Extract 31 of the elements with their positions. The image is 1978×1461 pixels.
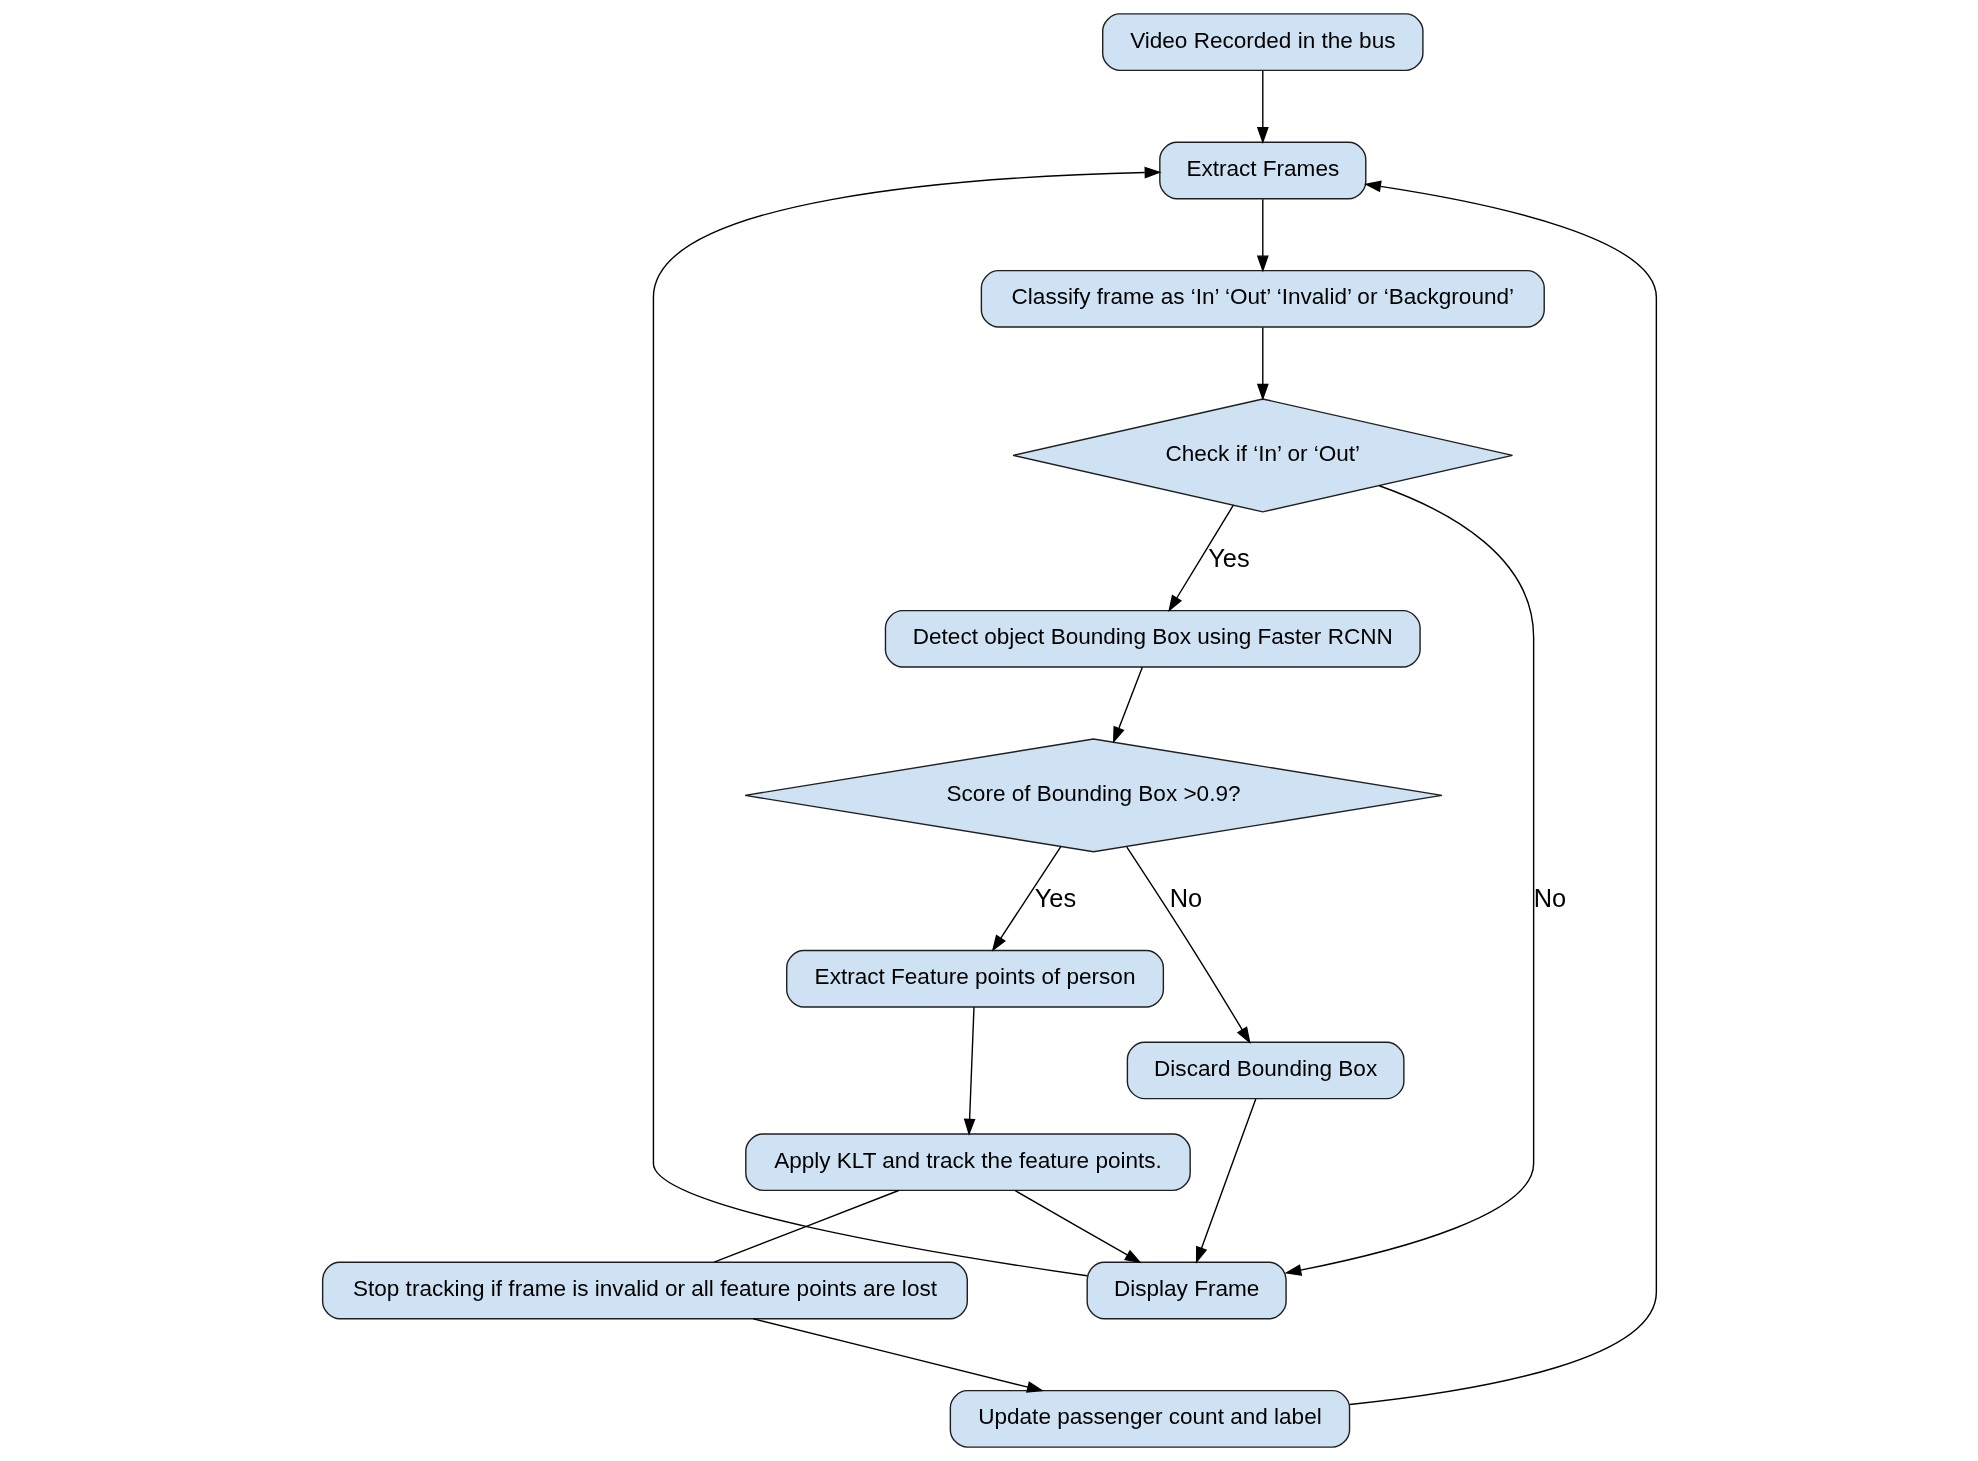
node-box: Detect object Bounding Box using Faster RCNN: [884, 609, 1421, 668]
edge-label: No: [1169, 884, 1202, 913]
arrow: [652, 166, 1162, 1277]
arrow: [963, 1006, 976, 1136]
node-box: Update passenger count and label: [949, 1389, 1350, 1448]
node-box: Discard Bounding Box: [1126, 1041, 1405, 1100]
node-diamond: Score of Bounding Box >0.9?: [743, 738, 1443, 853]
edge-label: Yes: [1034, 884, 1076, 913]
node-box: Extract Feature points of person: [785, 949, 1164, 1008]
arrow: [752, 1318, 1044, 1393]
arrow: [1195, 1098, 1256, 1264]
node-box: Stop tracking if frame is invalid or all feature points are lost: [321, 1261, 968, 1320]
arrow: [1256, 198, 1269, 273]
node-box: Classify frame as ‘In’ ‘Out’ ‘Invalid’ or ‘Background’: [980, 269, 1545, 328]
arrow: [1167, 504, 1234, 613]
arrow: [1256, 70, 1269, 145]
node-box: Display Frame: [1085, 1261, 1287, 1320]
arrow: [1013, 1189, 1142, 1264]
edge-label: No: [1533, 884, 1566, 913]
arrow: [1125, 846, 1251, 1044]
node-box: Extract Frames: [1158, 141, 1366, 200]
edge-label: Yes: [1207, 544, 1250, 573]
arrow: [1348, 180, 1657, 1406]
node-box: Apply KLT and track the feature points.: [744, 1133, 1191, 1192]
connector: [712, 1189, 899, 1263]
node-diamond: Check if ‘In’ or ‘Out’: [1011, 398, 1513, 513]
arrow: [1112, 666, 1143, 744]
arrow: [991, 845, 1062, 952]
arrow: [1256, 326, 1269, 401]
arrow: [1283, 485, 1534, 1276]
node-box: Video Recorded in the bus: [1101, 13, 1424, 72]
